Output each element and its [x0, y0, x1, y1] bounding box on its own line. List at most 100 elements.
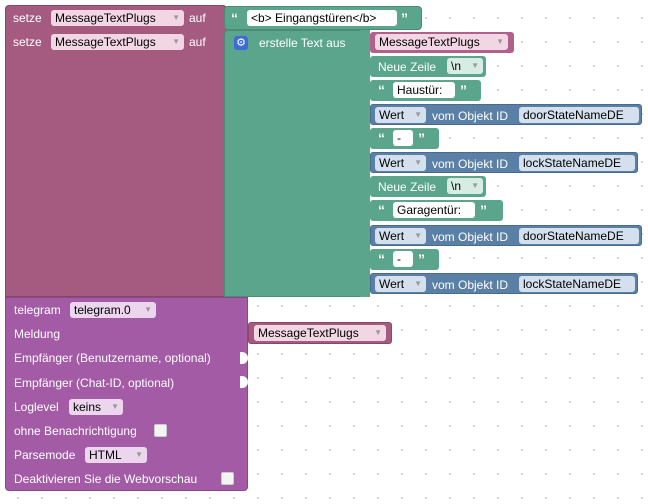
text-input-garagentuer[interactable]: Garagentür: — [393, 202, 475, 218]
loglevel-label: Loglevel — [14, 400, 59, 414]
dropdown-arrow-icon: ▼ — [172, 13, 180, 22]
meldung-label: Meldung — [14, 327, 61, 341]
object-id-value-4: lockStateNameDE — [523, 277, 622, 291]
quote-icon: “ — [378, 130, 385, 146]
object-id-value-1: doorStateNameDE — [523, 108, 624, 122]
newline-value-2: \n — [451, 179, 462, 193]
set1-text-input[interactable]: <b> Eingangstüren</b> — [247, 10, 397, 26]
quote-icon: ” — [418, 251, 425, 267]
object-id-field-4[interactable]: lockStateNameDE — [519, 276, 635, 292]
object-id-field-3[interactable]: doorStateNameDE — [519, 228, 639, 244]
input-connector-user[interactable] — [240, 352, 248, 364]
get-label-3: vom Objekt ID — [432, 230, 509, 244]
set2-label: setze — [13, 35, 42, 49]
parsemode-label: Parsemode — [14, 448, 76, 462]
dropdown-arrow-icon: ▼ — [374, 328, 382, 337]
get-mode-dropdown-2[interactable]: Wert ▼ — [375, 155, 426, 171]
get-mode-dropdown-3[interactable]: Wert ▼ — [375, 228, 426, 244]
empfaenger-chat-label: Empfänger (Chat-ID, optional) — [14, 376, 175, 390]
parsemode-dropdown[interactable]: HTML ▼ — [85, 447, 147, 463]
join-text-block[interactable]: ⚙ erstelle Text aus — [224, 30, 370, 297]
dropdown-arrow-icon: ▼ — [135, 450, 143, 459]
text-input-haustuer[interactable]: Haustür: — [393, 82, 455, 98]
set2-to-label: auf — [189, 35, 206, 49]
quote-icon: ” — [480, 202, 487, 218]
quote-icon: ” — [401, 10, 408, 26]
object-id-field-2[interactable]: lockStateNameDE — [519, 155, 635, 171]
text-input-dash-2[interactable]: - — [393, 251, 413, 267]
telegram-instance-dropdown[interactable]: telegram.0 ▼ — [70, 302, 156, 318]
object-id-field-1[interactable]: doorStateNameDE — [519, 107, 639, 123]
deaktivieren-webvorschau-checkbox[interactable] — [221, 472, 234, 485]
newline-label-1: Neue Zeile — [378, 60, 437, 74]
text-block-haustuer[interactable]: “ Haustür: ” — [370, 80, 481, 101]
dropdown-arrow-icon: ▼ — [496, 37, 504, 46]
loglevel-value: keins — [73, 400, 102, 414]
join-variable-name: MessageTextPlugs — [379, 35, 480, 49]
text-value-garagentuer: Garagentür: — [397, 203, 462, 217]
empfaenger-user-label: Empfänger (Benutzername, optional) — [14, 351, 211, 365]
meldung-variable-dropdown[interactable]: MessageTextPlugs ▼ — [254, 325, 386, 341]
set2-variable-dropdown[interactable]: MessageTextPlugs ▼ — [51, 34, 184, 50]
quote-icon: “ — [378, 202, 385, 218]
join-variable-dropdown[interactable]: MessageTextPlugs ▼ — [375, 34, 508, 50]
quote-icon: ” — [418, 130, 425, 146]
dropdown-arrow-icon: ▼ — [471, 61, 479, 70]
quote-icon: ” — [460, 82, 467, 98]
dropdown-arrow-icon: ▼ — [414, 231, 422, 240]
text-block-dash-1[interactable]: “ - ” — [370, 128, 439, 149]
get-mode-value-2: Wert — [379, 156, 405, 170]
ohne-benachrichtigung-label: ohne Benachrichtigung — [14, 424, 137, 438]
get-mode-value-3: Wert — [379, 229, 405, 243]
meldung-variable-name: MessageTextPlugs — [258, 326, 359, 340]
set1-text-block[interactable]: “ <b> Eingangstüren</b> ” — [224, 6, 422, 30]
dropdown-arrow-icon: ▼ — [414, 279, 422, 288]
dropdown-arrow-icon: ▼ — [172, 37, 180, 46]
set1-variable-name: MessageTextPlugs — [55, 11, 156, 25]
newline-block-1[interactable]: Neue Zeile \n ▼ — [370, 56, 486, 77]
get-object-block-4[interactable]: Wert ▼ vom Objekt ID lockStateNameDE — [370, 273, 638, 294]
get-mode-value-4: Wert — [379, 277, 405, 291]
set1-to-label: auf — [189, 11, 206, 25]
loglevel-dropdown[interactable]: keins ▼ — [69, 399, 123, 415]
text-block-garagentuer[interactable]: “ Garagentür: ” — [370, 200, 503, 221]
dropdown-arrow-icon: ▼ — [414, 110, 422, 119]
set-statement-block-background[interactable] — [5, 5, 227, 297]
meldung-variable-block[interactable]: MessageTextPlugs ▼ — [248, 322, 392, 344]
object-id-value-2: lockStateNameDE — [523, 156, 622, 170]
get-label-1: vom Objekt ID — [432, 109, 509, 123]
newline-dropdown-1[interactable]: \n ▼ — [447, 58, 483, 74]
set1-variable-dropdown[interactable]: MessageTextPlugs ▼ — [51, 10, 184, 26]
set1-text-value: <b> Eingangstüren</b> — [251, 11, 377, 25]
text-value-dash-2: - — [397, 252, 401, 266]
quote-icon: “ — [378, 82, 385, 98]
get-label-2: vom Objekt ID — [432, 157, 509, 171]
deaktivieren-webvorschau-label: Deaktivieren Sie die Webvorschau — [14, 472, 198, 486]
set2-variable-name: MessageTextPlugs — [55, 35, 156, 49]
newline-block-2[interactable]: Neue Zeile \n ▼ — [370, 176, 486, 197]
text-value-haustuer: Haustür: — [397, 83, 443, 97]
dropdown-arrow-icon: ▼ — [471, 181, 479, 190]
join-block-spine — [360, 30, 370, 297]
ohne-benachrichtigung-checkbox[interactable] — [154, 424, 167, 437]
get-label-4: vom Objekt ID — [432, 278, 509, 292]
newline-dropdown-2[interactable]: \n ▼ — [447, 178, 483, 194]
telegram-instance-value: telegram.0 — [74, 303, 131, 317]
get-object-block-1[interactable]: Wert ▼ vom Objekt ID doorStateNameDE — [370, 104, 642, 125]
dropdown-arrow-icon: ▼ — [144, 305, 152, 314]
get-object-block-2[interactable]: Wert ▼ vom Objekt ID lockStateNameDE — [370, 152, 638, 173]
text-input-dash-1[interactable]: - — [393, 130, 413, 146]
join-label: erstelle Text aus — [259, 36, 346, 50]
join-item-variable-block[interactable]: MessageTextPlugs ▼ — [370, 32, 514, 53]
get-object-block-3[interactable]: Wert ▼ vom Objekt ID doorStateNameDE — [370, 225, 642, 246]
input-connector-chat[interactable] — [240, 376, 248, 388]
get-mode-dropdown-1[interactable]: Wert ▼ — [375, 107, 426, 123]
dropdown-arrow-icon: ▼ — [414, 158, 422, 167]
text-block-dash-2[interactable]: “ - ” — [370, 249, 439, 270]
gear-icon[interactable]: ⚙ — [234, 36, 248, 50]
dropdown-arrow-icon: ▼ — [111, 402, 119, 411]
set1-label: setze — [13, 11, 42, 25]
text-value-dash-1: - — [397, 131, 401, 145]
get-mode-value-1: Wert — [379, 108, 405, 122]
get-mode-dropdown-4[interactable]: Wert ▼ — [375, 276, 426, 292]
